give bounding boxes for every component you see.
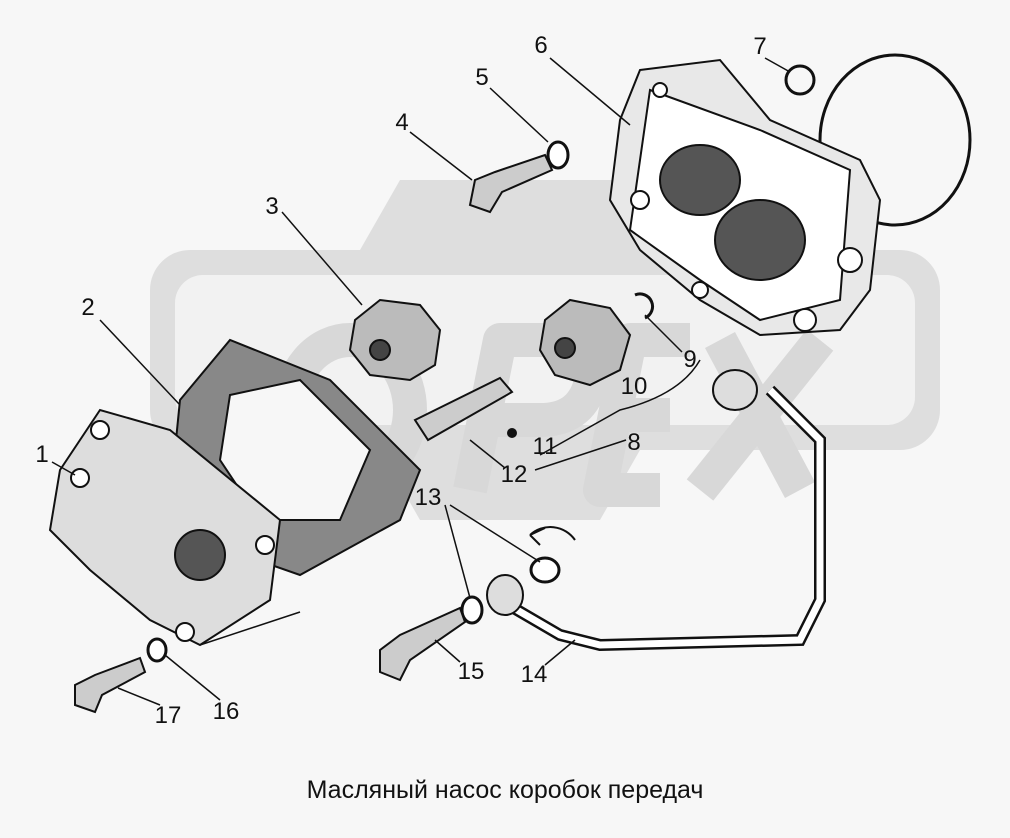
part-16-washer bbox=[146, 637, 168, 663]
part-10-gear bbox=[538, 298, 632, 387]
part-13-washer-2 bbox=[460, 595, 484, 625]
callout-11: 11 bbox=[532, 433, 558, 460]
part-12-shaft bbox=[413, 376, 514, 442]
callout-12: 12 bbox=[500, 461, 528, 488]
diagram-caption: Масляный насос коробок передач bbox=[306, 776, 704, 804]
part-9-snap-ring bbox=[634, 292, 655, 320]
part-14-oil-tube-inner bbox=[498, 387, 824, 649]
part-13-washer bbox=[529, 556, 561, 584]
callout-4: 4 bbox=[395, 109, 409, 136]
callout-7: 7 bbox=[753, 33, 767, 60]
callout-10: 10 bbox=[620, 373, 648, 400]
part-7-oring bbox=[818, 53, 972, 227]
callout-16: 16 bbox=[212, 698, 240, 725]
callout-6: 6 bbox=[534, 32, 548, 59]
callout-14: 14 bbox=[520, 661, 548, 688]
callout-13: 13 bbox=[414, 484, 442, 511]
callout-15: 15 bbox=[457, 658, 485, 685]
callout-8: 8 bbox=[627, 429, 641, 456]
part-6-pump-housing bbox=[608, 58, 882, 337]
part-15-bolt bbox=[379, 606, 467, 682]
part-3-gear bbox=[348, 298, 442, 382]
part-14-oil-tube bbox=[496, 385, 826, 652]
callout-17: 17 bbox=[154, 702, 182, 729]
part-7-small-ring bbox=[784, 64, 816, 96]
part-14-banjo-fitting-top bbox=[712, 369, 758, 411]
part-1-pump-cover bbox=[48, 408, 282, 647]
part-17-bolt bbox=[74, 656, 147, 714]
leader-lines bbox=[51, 57, 791, 706]
callout-9: 9 bbox=[683, 346, 697, 373]
part-5-washer bbox=[546, 140, 570, 170]
part-14-banjo-fitting-bottom bbox=[486, 574, 524, 616]
callout-3: 3 bbox=[265, 193, 279, 220]
callout-1: 1 bbox=[35, 441, 49, 468]
flow-arrow-icon bbox=[529, 526, 576, 546]
part-11-ball bbox=[507, 428, 517, 438]
part-4-bolt bbox=[468, 153, 554, 214]
callout-2: 2 bbox=[81, 294, 95, 321]
callout-5: 5 bbox=[475, 64, 489, 91]
